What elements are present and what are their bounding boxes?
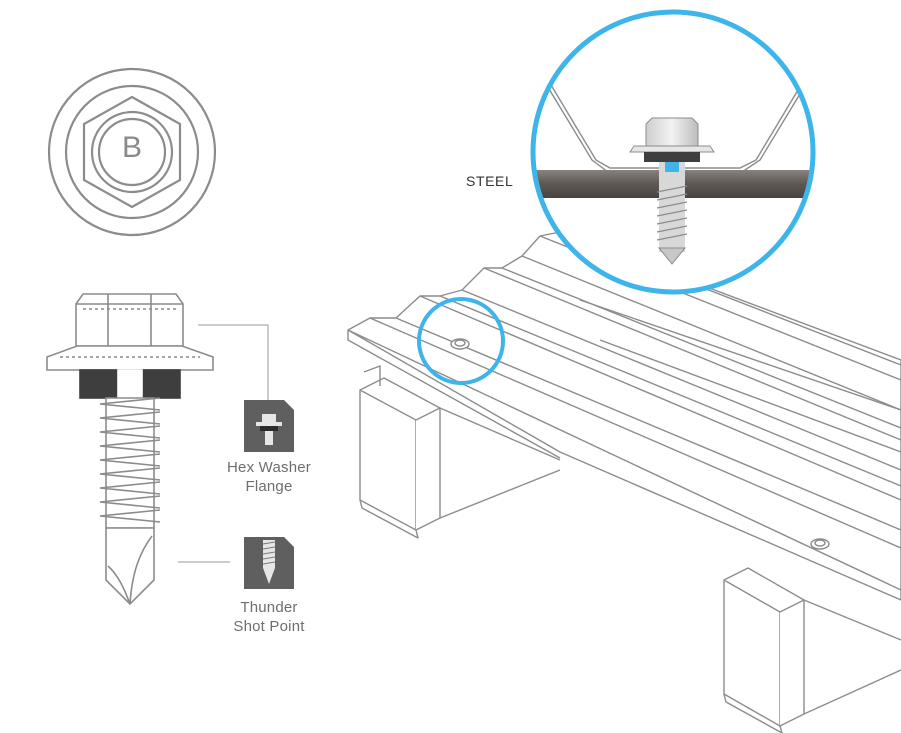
hex-washer-flange-label: Hex Washer Flange (206, 458, 332, 496)
screw-top-view-badge (47, 67, 217, 237)
hex-washer-flange-label-line1: Hex Washer (227, 459, 311, 476)
badge-letter: B (121, 131, 142, 164)
highlight-ring (417, 297, 505, 385)
purlin-front (723, 567, 901, 733)
thunder-shot-point-label: Thunder Shot Point (206, 598, 332, 636)
installed-screw-2 (810, 538, 830, 550)
hex-washer-flange-icon (244, 400, 294, 452)
leader-lines (178, 324, 269, 563)
corrugated-roof-sheet (347, 231, 901, 601)
drill-point-icon (244, 537, 294, 589)
thunder-shot-point-label-line2: Shot Point (233, 618, 305, 635)
purlin-back (359, 365, 561, 539)
thunder-shot-point-label-line1: Thunder (240, 599, 298, 616)
steel-label: STEEL (466, 173, 514, 189)
zoom-detail (530, 9, 816, 295)
installed-screw-1 (450, 338, 470, 350)
roof-assembly (347, 231, 901, 733)
screw-threads (99, 397, 161, 523)
screw-side-view (46, 293, 214, 606)
hex-washer-flange-label-line2: Flange (245, 478, 293, 495)
